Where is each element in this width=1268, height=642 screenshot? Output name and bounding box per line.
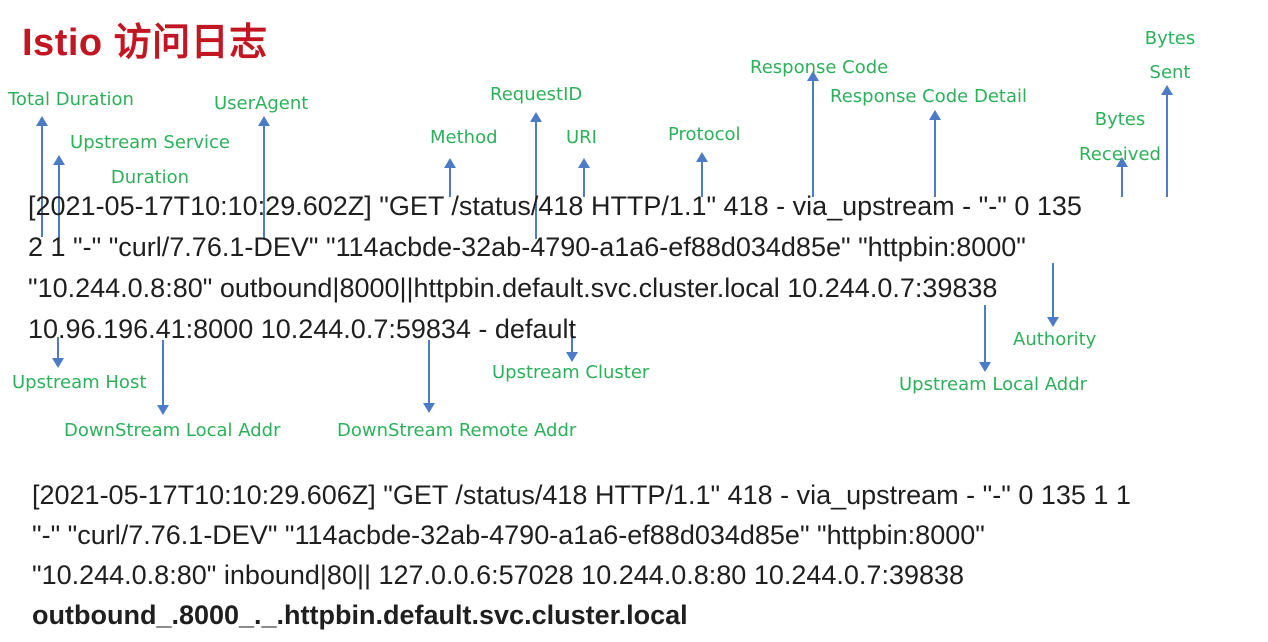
access-log-entry-1: [2021-05-17T10:10:29.602Z] "GET /status/… xyxy=(28,186,1082,350)
log-line: 2 1 "-" "curl/7.76.1-DEV" "114acbde-32ab… xyxy=(28,232,1026,262)
field-label-useragent: UserAgent xyxy=(214,93,309,114)
field-label-bytes-received-line2: Received xyxy=(1079,144,1161,165)
arrow-down-upstream-cluster xyxy=(566,322,578,362)
arrow-up-method xyxy=(444,158,456,197)
field-label-bytes-sent-line2: Sent xyxy=(1149,62,1191,83)
arrow-up-total-duration xyxy=(36,116,48,237)
field-label-bytes-received: Bytes Received xyxy=(1076,102,1164,172)
arrow-up-uri xyxy=(578,158,590,197)
arrow-down-upstream-host xyxy=(52,337,64,368)
arrow-up-bytes-received xyxy=(1116,157,1128,197)
field-label-upstream-local-addr: Upstream Local Addr xyxy=(899,374,1088,395)
log-line: outbound_.8000_._.httpbin.default.svc.cl… xyxy=(32,600,688,630)
field-label-authority: Authority xyxy=(1013,329,1097,350)
field-label-upstream-service-duration-line2: Duration xyxy=(110,167,190,188)
access-log-entry-2: [2021-05-17T10:10:29.606Z] "GET /status/… xyxy=(32,475,1131,635)
field-label-uri: URI xyxy=(566,127,597,148)
log-line: [2021-05-17T10:10:29.602Z] "GET /status/… xyxy=(28,191,1082,221)
field-label-upstream-service-duration-line1: Upstream Service xyxy=(70,132,230,153)
log-line: "10.244.0.8:80" inbound|80|| 127.0.0.6:5… xyxy=(32,560,965,590)
field-label-bytes-sent-line1: Bytes xyxy=(1144,28,1196,49)
arrow-down-authority xyxy=(1047,263,1059,327)
field-label-method: Method xyxy=(430,127,498,148)
field-label-response-code: Response Code xyxy=(750,57,889,78)
field-label-upstream-cluster: Upstream Cluster xyxy=(492,362,650,383)
arrow-up-protocol xyxy=(696,152,708,197)
field-label-response-code-detail: Response Code Detail xyxy=(830,86,1027,107)
arrow-up-upstream-service-duration xyxy=(53,155,65,238)
log-line: 10.96.196.41:8000 10.244.0.7:59834 - def… xyxy=(28,314,576,344)
arrow-up-response-code-detail xyxy=(929,110,941,197)
field-label-protocol: Protocol xyxy=(668,124,741,145)
field-label-bytes-received-line1: Bytes xyxy=(1094,109,1146,130)
field-label-bytes-sent: Bytes Sent xyxy=(1140,22,1200,90)
field-label-requestid: RequestID xyxy=(490,84,583,105)
log-line: "-" "curl/7.76.1-DEV" "114acbde-32ab-479… xyxy=(32,520,985,550)
arrow-up-response-code xyxy=(807,71,819,197)
arrow-up-useragent xyxy=(258,116,270,239)
page-title: Istio 访问日志 xyxy=(22,22,268,64)
log-line: [2021-05-17T10:10:29.606Z] "GET /status/… xyxy=(32,480,1131,510)
arrow-up-requestid xyxy=(530,112,542,239)
arrow-down-upstream-local-addr xyxy=(979,305,991,372)
field-label-downstream-remote-addr: DownStream Remote Addr xyxy=(337,420,577,441)
field-label-downstream-local-addr: DownStream Local Addr xyxy=(64,420,281,441)
arrow-down-downstream-local-addr xyxy=(157,340,169,415)
arrow-down-downstream-remote-addr xyxy=(423,340,435,413)
arrow-up-bytes-sent xyxy=(1161,85,1173,197)
field-label-upstream-service-duration: Upstream Service Duration xyxy=(58,125,242,195)
log-line: "10.244.0.8:80" outbound|8000||httpbin.d… xyxy=(28,273,998,303)
field-label-upstream-host: Upstream Host xyxy=(12,372,147,393)
field-label-total-duration: Total Duration xyxy=(8,89,134,110)
